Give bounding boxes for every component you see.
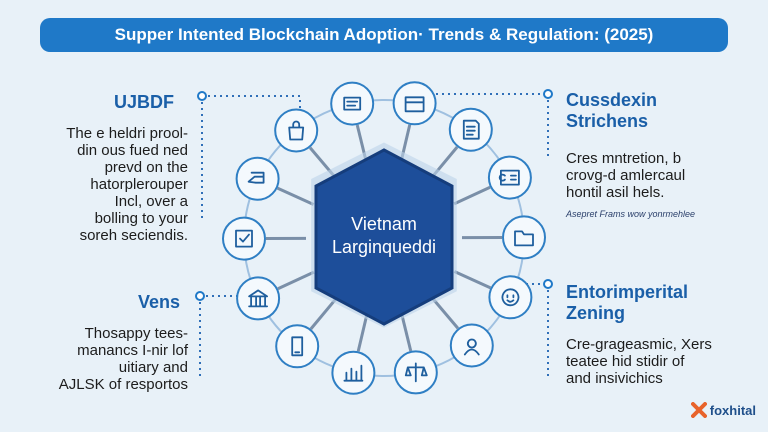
ring-spoke <box>400 313 413 352</box>
dollar-hand-icon <box>392 81 437 126</box>
left-top-line: bolling to your <box>94 210 188 227</box>
left-top-section: UJBDF The e heldri prool- din ous fued n… <box>28 92 188 244</box>
left-bottom-line: manancs I-nir lof <box>77 342 188 359</box>
folder-icon <box>502 215 546 260</box>
left-top-line: Incl, over a <box>114 193 188 210</box>
right-top-section: Cussdexin Strichens Cres mntretion, b cr… <box>566 90 756 219</box>
left-bottom-line: AJLSK of resportos <box>58 376 188 393</box>
right-bottom-line: and insivichics <box>566 370 663 387</box>
left-bottom-heading: Vens <box>138 292 181 312</box>
ring-spoke <box>309 298 337 330</box>
left-bottom-body: Thosappy tees- manancs I-nir lof uitiary… <box>28 325 188 393</box>
center-label-line2: Larginqueddi <box>332 237 436 257</box>
right-bottom-section: Entorimperital Zening Cre-grageasmic, Xe… <box>566 282 756 387</box>
left-bottom-line: uitiary and <box>118 359 188 376</box>
chart-icon <box>275 324 320 369</box>
left-bottom-section: Vens Thosappy tees- manancs I-nir lof ui… <box>28 292 188 393</box>
left-top-line: din ous fued ned <box>77 142 188 159</box>
left-top-line: The e heldri prool- <box>66 125 188 142</box>
shopping-bag-icon <box>330 81 375 126</box>
hand-card-icon <box>274 108 319 153</box>
ring-spoke <box>276 186 315 206</box>
right-top-line: hontil asil hels. <box>566 184 665 201</box>
right-top-line: crovg-d amlercaul <box>566 167 686 184</box>
face-icon <box>449 323 494 368</box>
right-bottom-line: Cre-grageasmic, Xers <box>566 336 712 353</box>
ring-spoke <box>356 313 369 352</box>
right-bottom-line: teatee hid stidir of <box>566 353 685 370</box>
right-top-line: Cres mntretion, b <box>566 150 682 167</box>
x-logo-icon <box>690 402 707 418</box>
certificate-icon <box>487 155 532 200</box>
logo-text: foxhital <box>709 402 756 418</box>
left-bottom-line: Thosappy tees- <box>84 325 188 342</box>
left-top-line: prevd on the <box>104 159 188 176</box>
ring-spoke <box>277 270 315 291</box>
connector-left-top <box>202 95 301 112</box>
id-card-icon <box>488 275 533 320</box>
center-hexagon: Vietnam Larginqueddi <box>311 142 457 328</box>
left-top-line: hatorplerouper <box>90 176 188 193</box>
connector-dots <box>195 89 553 301</box>
right-top-heading: Cussdexin Strichens <box>566 90 756 132</box>
title-banner: Supper Intented Blockchain Adoption· Tre… <box>40 18 728 52</box>
icon-ring <box>222 81 546 395</box>
right-bottom-body: Cre-grageasmic, Xers teatee hid stidir o… <box>566 336 756 387</box>
page-title: Supper Intented Blockchain Adoption· Tre… <box>114 25 654 44</box>
checkbox-icon <box>235 156 280 201</box>
right-bottom-heading: Entorimperital Zening <box>566 282 756 324</box>
left-top-line: soreh seciendis. <box>79 227 188 244</box>
ring-spoke <box>453 185 491 206</box>
brand-logo: foxhital <box>690 402 756 418</box>
center-label-line1: Vietnam <box>351 214 417 234</box>
right-top-body: Cres mntretion, b crovg-d amlercaul hont… <box>566 150 756 219</box>
connectors <box>199 93 549 380</box>
left-top-heading: UJBDF <box>113 92 174 112</box>
scale-icon <box>331 350 376 395</box>
right-top-heading-line1: Cussdexin <box>566 90 658 110</box>
right-top-small-note: Asepret Frams wow yonrmehlee <box>566 209 696 219</box>
right-top-heading-line2: Strichens <box>566 111 649 131</box>
document-icon <box>448 107 493 152</box>
right-bottom-heading-line1: Entorimperital <box>566 282 689 302</box>
ring-spoke <box>431 297 460 330</box>
bank-icon <box>222 216 266 261</box>
right-bottom-heading-line2: Zening <box>566 303 625 323</box>
left-top-body: The e heldri prool- din ous fued ned pre… <box>28 125 188 244</box>
person-icon <box>393 350 438 395</box>
phone-icon <box>236 276 281 321</box>
ring-spoke <box>453 270 492 290</box>
